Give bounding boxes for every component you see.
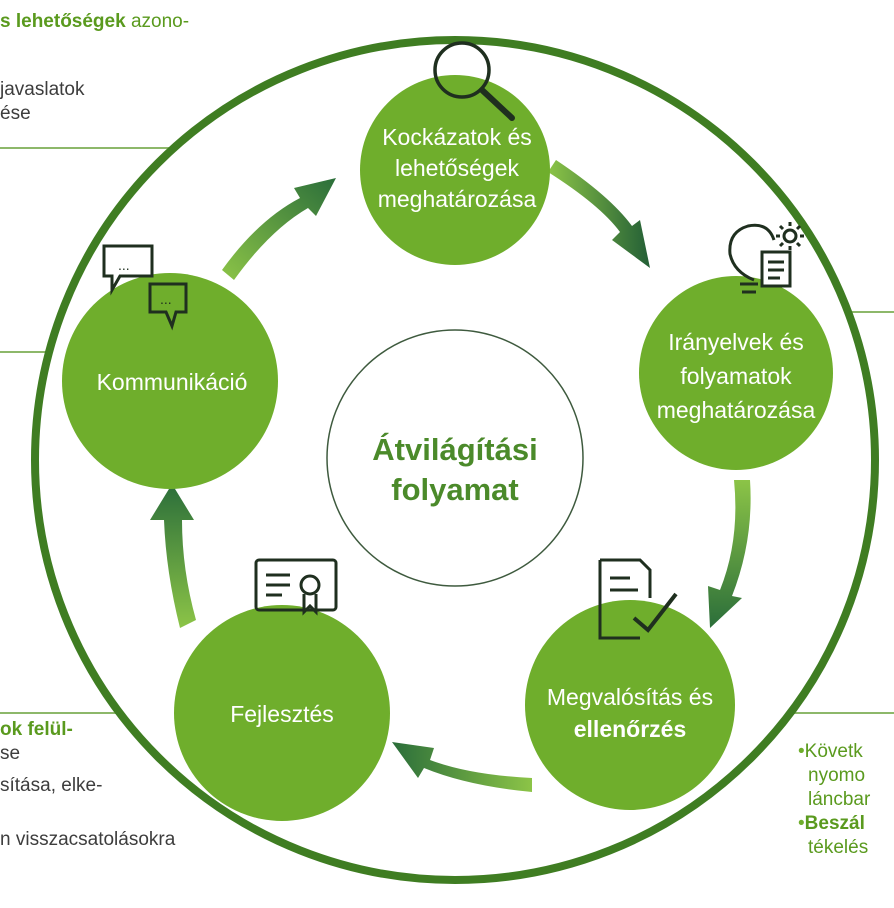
magnifier-icon xyxy=(433,41,515,121)
bottom-right-text-block: •Követk nyomo láncbar •Beszál tékelés xyxy=(798,740,870,860)
node-risks-line3: meghatározása xyxy=(378,186,537,212)
arrow-implementation-to-development xyxy=(392,742,532,792)
top-left-line1-rest: azono- xyxy=(125,11,190,32)
top-left-line2-text: javaslatok xyxy=(0,79,85,100)
bottom-right-line5: tékelés xyxy=(808,837,869,858)
node-policies-line2: folyamatok xyxy=(680,363,792,389)
node-development-line1: Fejlesztés xyxy=(230,701,334,727)
bottom-left-line4: n visszacsatolásokra xyxy=(0,829,176,850)
node-risks-line1: Kockázatok és xyxy=(382,124,532,150)
node-implementation-line2: ellenőrzés xyxy=(574,716,687,742)
bottom-left-line1: ok felül- xyxy=(0,719,73,740)
certificate-icon xyxy=(254,558,338,616)
center-title-line1: Átvilágítási xyxy=(372,432,537,467)
center-title-line2: folyamat xyxy=(391,472,518,507)
bottom-left-line3: sítása, elke- xyxy=(0,775,103,796)
bullet-dot: • xyxy=(798,741,805,762)
node-risks: Kockázatok és lehetőségek meghatározása xyxy=(360,75,550,265)
center-circle xyxy=(326,329,584,587)
node-implementation-line1: Megvalósítás és xyxy=(547,684,713,710)
node-policies-line1: Irányelvek és xyxy=(668,329,804,355)
bottom-right-line2: nyomo xyxy=(808,765,866,786)
top-left-line1-bold: s lehetőségek xyxy=(0,11,126,32)
bottom-right-line1: Követk xyxy=(804,741,863,762)
arrow-development-to-communication xyxy=(150,484,196,628)
svg-text:...: ... xyxy=(160,291,172,307)
node-implementation: Megvalósítás és ellenőrzés xyxy=(525,600,735,810)
node-communication-line1: Kommunikáció xyxy=(97,369,248,395)
arrow-communication-to-risks xyxy=(222,178,336,280)
node-policies: Irányelvek és folyamatok meghatározása xyxy=(639,276,833,470)
node-communication: Kommunikáció xyxy=(62,273,278,489)
bottom-right-line4: Beszál xyxy=(804,813,865,834)
arrow-risks-to-policies xyxy=(548,160,650,268)
bullet-dot: • xyxy=(798,813,805,834)
bottom-right-line3: láncbar xyxy=(808,789,871,810)
arrow-policies-to-implementation xyxy=(708,480,751,628)
svg-text:...: ... xyxy=(118,257,130,273)
bottom-left-line2: se xyxy=(0,743,21,764)
top-left-line3: ése xyxy=(0,102,31,126)
node-risks-line2: lehetőségek xyxy=(395,155,520,181)
lightbulb-document-icon xyxy=(728,222,804,294)
node-development: Fejlesztés xyxy=(174,605,390,821)
bottom-left-text-block: ok felül- se sítása, elke- n visszacsato… xyxy=(0,718,175,852)
top-left-line3-text: ése xyxy=(0,103,31,124)
node-policies-line3: meghatározása xyxy=(657,397,816,423)
top-left-line2: javaslatok xyxy=(0,78,85,102)
chat-bubbles-icon: ... ... xyxy=(102,244,188,331)
checked-document-icon xyxy=(598,558,678,640)
top-left-text-block: s lehetőségek azono- xyxy=(0,10,189,34)
